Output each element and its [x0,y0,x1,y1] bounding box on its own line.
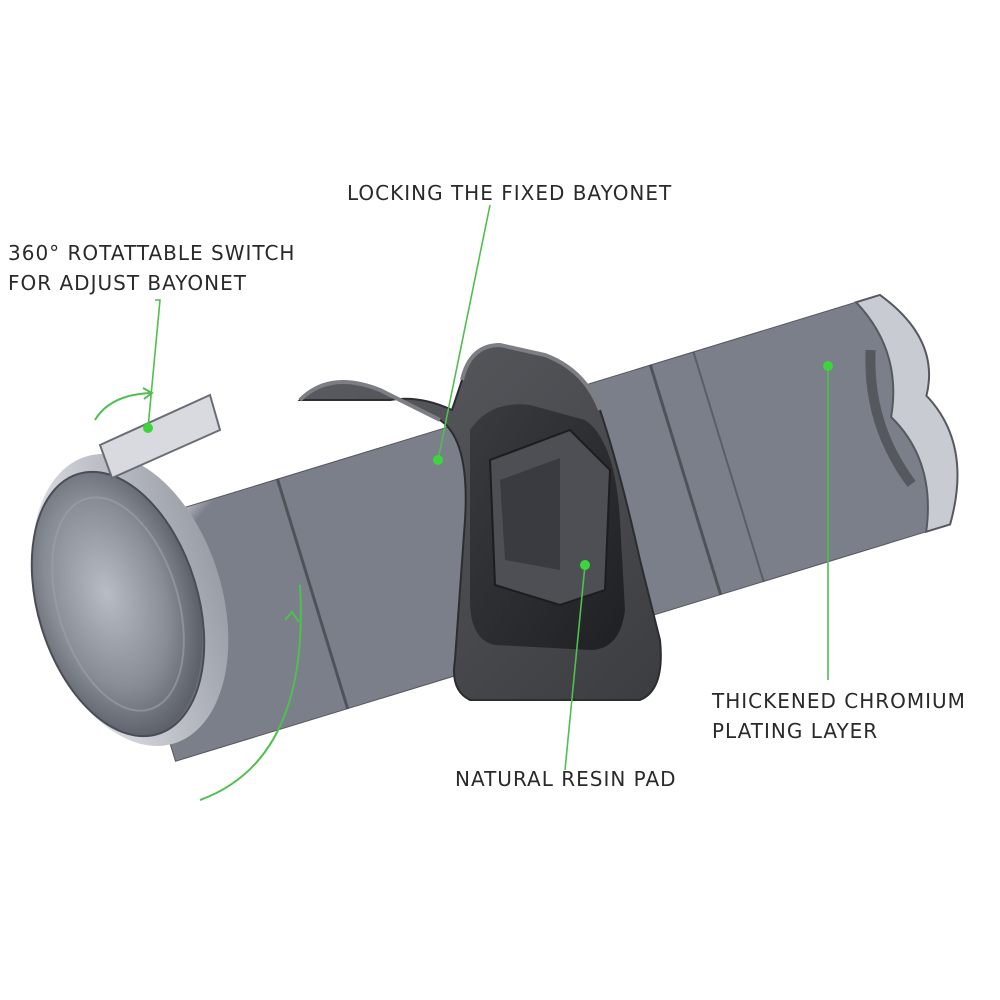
label-resin-pad-text: NATURAL RESIN PAD [455,767,677,791]
rotatable-switch-cap [30,393,229,746]
label-switch-line2: FOR ADJUST BAYONET [8,271,247,295]
natural-resin-pad [297,342,662,701]
label-chromium-line2: PLATING LAYER [712,719,879,743]
label-chromium-plating: THICKENED CHROMIUM PLATING LAYER [712,686,966,746]
switch-tab [98,393,222,480]
label-rotatable-switch: 360° ROTATTABLE SWITCH FOR ADJUST BAYONE… [8,238,295,298]
label-locking-bayonet: LOCKING THE FIXED BAYONET [347,178,672,208]
label-switch-line1: 360° ROTATTABLE SWITCH [8,241,296,265]
leader-dots [143,361,833,570]
leader-lines [147,204,829,771]
label-resin-pad: NATURAL RESIN PAD [455,764,677,794]
label-chromium-line1: THICKENED CHROMIUM [712,689,966,713]
c-clip-end [854,293,959,534]
label-locking-bayonet-text: LOCKING THE FIXED BAYONET [347,181,673,205]
